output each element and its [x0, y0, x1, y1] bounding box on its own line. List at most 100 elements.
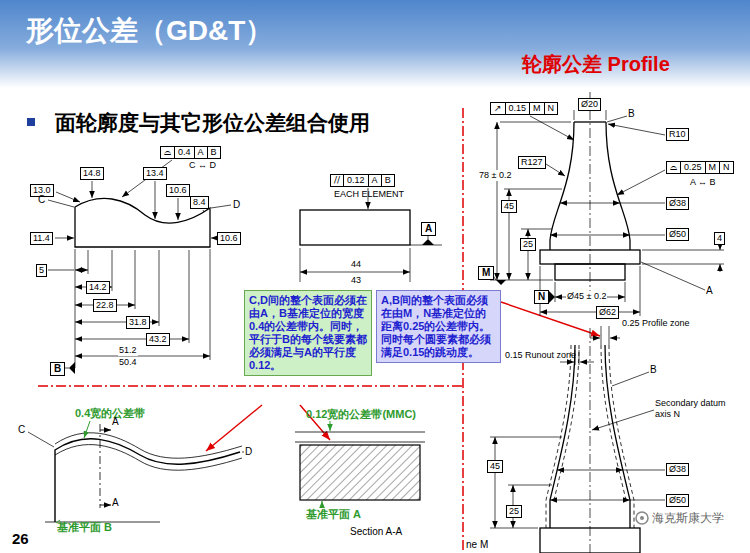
basic-dimension: 45	[501, 200, 517, 213]
tolerance-symbol: //	[331, 175, 343, 186]
node-text: 45	[504, 201, 514, 211]
profile-part	[69, 362, 75, 374]
node-text: A	[425, 223, 432, 234]
pointer-arrow	[206, 405, 262, 451]
profile-part	[48, 160, 231, 368]
profile-part	[178, 198, 179, 220]
dimension-text: 43	[350, 275, 362, 286]
slide-title: 形位公差（GD&T）	[26, 12, 273, 50]
node-text: Ø38	[669, 198, 686, 208]
profile-part	[75, 339, 189, 340]
note-box: A,B间的整个表面必须在由M，N基准定位的距离0.25的公差带内。同时每个圆要素…	[376, 290, 501, 363]
tolerance-symbol: ⌓	[667, 162, 680, 173]
node-text: Ø38	[669, 464, 686, 474]
profile-part	[135, 250, 136, 309]
profile-part	[88, 250, 89, 274]
zone-note: 0.25 Profile zone	[622, 318, 690, 329]
flared-part	[625, 282, 626, 302]
frame-cell: B	[381, 175, 394, 186]
basic-dimension: Ø38	[666, 463, 689, 476]
tolerance-symbol: ↗	[491, 103, 505, 114]
profile-part	[75, 270, 88, 271]
node-text: R10	[669, 129, 686, 139]
basic-dimension: Ø50	[666, 228, 689, 241]
profile-part	[48, 160, 231, 374]
flared-part	[521, 229, 552, 230]
zone-view	[612, 372, 649, 386]
datum-note: ne M	[466, 539, 488, 551]
zone-view	[550, 345, 575, 528]
section-letter: A	[112, 497, 119, 509]
flared-part	[608, 124, 665, 135]
bullet-text: 面轮廓度与其它形位公差组合使用	[55, 110, 370, 136]
zone-view	[508, 485, 552, 486]
node-text: N	[538, 291, 545, 302]
profile-zone-view	[84, 421, 90, 438]
feature-letter: B	[650, 364, 657, 376]
node-text: M	[482, 267, 490, 278]
zone-note: 0.12宽的公差带(MMC)	[306, 408, 416, 421]
profile-part	[48, 270, 74, 271]
flared-part	[530, 116, 574, 140]
profile-zone-view	[28, 421, 244, 523]
profile-part	[55, 238, 74, 239]
node-text: Ø20	[581, 99, 598, 109]
node-text: 31.8	[129, 317, 147, 327]
node-text: 5	[39, 265, 44, 275]
node-text: 10.6	[220, 233, 238, 243]
flared-part	[720, 246, 721, 250]
zone-view	[557, 470, 623, 471]
node-text: Ø62	[599, 307, 616, 317]
basic-dimension: 43.2	[146, 333, 170, 346]
basic-dimension: Ø38	[666, 197, 689, 210]
section-view	[295, 442, 425, 443]
profile-part	[112, 250, 113, 291]
zone-view	[490, 326, 665, 553]
basic-dimension: Ø50	[666, 494, 689, 507]
profile-part	[75, 249, 76, 368]
basic-dimension: 5	[36, 264, 47, 277]
datum-label: M	[478, 266, 494, 280]
zone-view	[609, 326, 610, 345]
section-heading: 轮廓公差 Profile	[522, 52, 670, 76]
flared-part	[642, 264, 724, 265]
zone-view	[609, 345, 634, 528]
profile-zone-view	[100, 424, 101, 508]
node-text: 13.0	[33, 185, 51, 195]
datum-note: 基准平面 B	[57, 521, 112, 534]
feature-control-frame: //0.12AB	[330, 174, 395, 187]
flared-part	[555, 264, 625, 280]
profile-part	[210, 249, 211, 360]
node-text: 14.8	[83, 168, 101, 178]
node-text: 22.8	[96, 300, 114, 310]
view-caption: Section A-A	[350, 526, 402, 538]
profile-zone-view	[55, 439, 240, 522]
frame-cell: N	[544, 103, 558, 114]
section-view	[295, 421, 425, 507]
basic-dimension: 8.4	[190, 196, 209, 209]
extent-note: C ↔ D	[188, 160, 217, 171]
basic-dimension: 11.4	[30, 232, 53, 245]
frame-cell: M	[705, 162, 720, 173]
note-text: EACH ELEMENT	[334, 189, 404, 200]
flared-part	[540, 250, 640, 264]
flared-part	[607, 116, 627, 122]
basic-dimension: R10	[666, 128, 689, 141]
parallel-part	[300, 248, 301, 282]
watermark: 海克斯康大学	[652, 511, 724, 525]
node-text: 10.6	[169, 185, 187, 195]
parallel-part	[300, 272, 410, 273]
basic-dimension: 13.4	[143, 167, 167, 180]
flared-part	[504, 189, 562, 190]
feature-control-frame: ↗0.15MN	[490, 102, 558, 115]
section-view	[330, 421, 331, 431]
profile-zone-view	[28, 432, 54, 447]
feature-letter: C	[38, 194, 45, 206]
header-band	[27, 118, 35, 126]
axis-note: Secondary datum axis N	[655, 398, 727, 420]
profile-zone-view	[55, 445, 242, 471]
profile-part	[122, 160, 172, 197]
frame-cell: 0.15	[505, 103, 530, 114]
zone-view	[490, 528, 538, 529]
frame-cell: N	[719, 162, 733, 173]
